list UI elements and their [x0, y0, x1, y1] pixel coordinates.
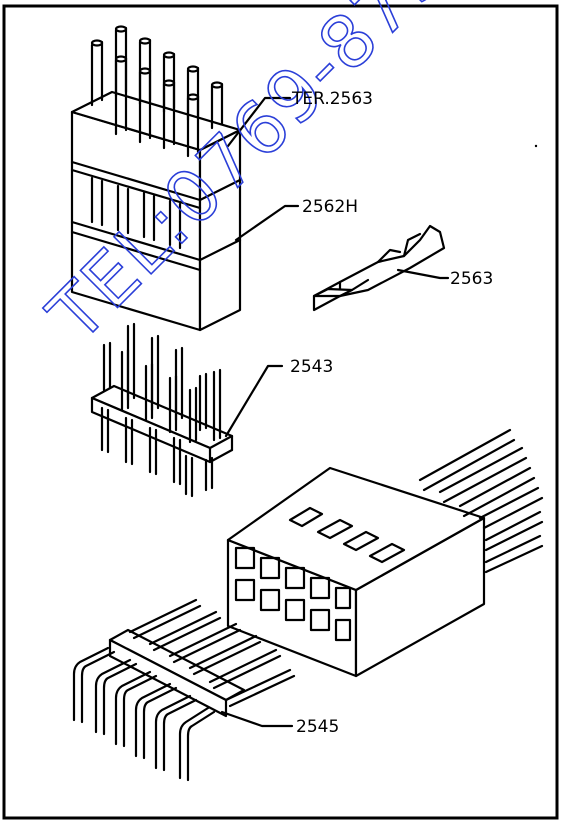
label-2562h: 2562H [302, 197, 358, 217]
leader-2562h [234, 204, 300, 242]
dot-mark [534, 144, 538, 148]
leader-2563 [396, 268, 450, 280]
page-frame [2, 4, 559, 820]
leader-ter-2563 [226, 96, 292, 148]
label-ter-2563: TER.2563 [291, 89, 373, 109]
label-2563: 2563 [450, 269, 493, 289]
right-angle-header-2545 [72, 598, 296, 782]
crimp-terminal-2563 [312, 224, 446, 312]
label-2545: 2545 [296, 717, 339, 737]
straight-header-2543 [90, 322, 234, 498]
label-2543: 2543 [290, 357, 333, 377]
leader-2545 [220, 710, 294, 728]
female-housing [226, 428, 544, 678]
leader-2543 [224, 364, 284, 438]
